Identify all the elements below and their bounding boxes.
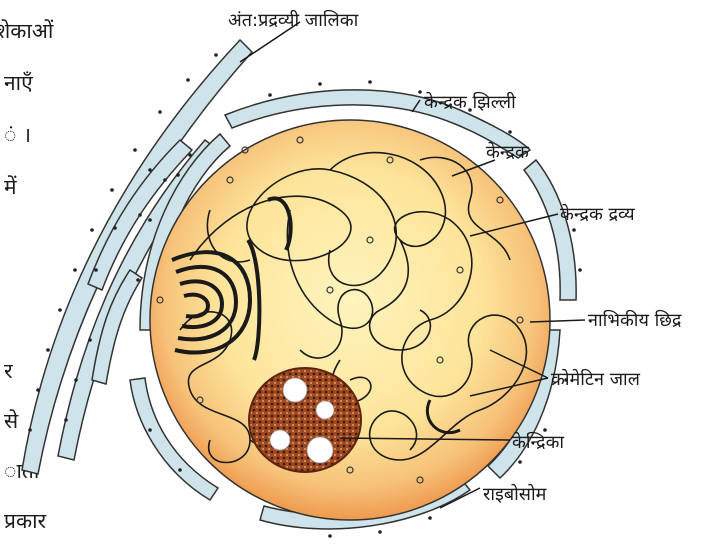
side-text-line: र bbox=[4, 359, 13, 383]
label-nucleus: केन्द्रक bbox=[486, 141, 530, 163]
label-ribosome: राइबोसोम bbox=[483, 483, 548, 505]
side-text-line: शेकाओं bbox=[0, 19, 54, 43]
label-nuclear-pore: नाभिकीय छिद्र bbox=[588, 309, 682, 331]
side-text-line: प्रकार bbox=[4, 509, 47, 533]
side-text-line: ं । bbox=[4, 123, 31, 147]
label-nuclear-membrane: केन्द्रक झिल्ली bbox=[424, 91, 516, 113]
label-nucleoplasm: केन्द्रक द्रव्य bbox=[560, 203, 635, 225]
label-endoplasmic-reticulum: अंत:प्रद्रव्यी जालिका bbox=[228, 9, 359, 31]
side-text-line: में bbox=[4, 175, 17, 199]
nucleolus bbox=[249, 368, 361, 472]
side-text-line: नाएँ bbox=[4, 71, 33, 95]
nucleus-body bbox=[150, 120, 550, 520]
label-chromatin: क्रोमेटिन जाल bbox=[551, 368, 641, 390]
label-nucleolus: केन्द्रिका bbox=[512, 431, 564, 453]
side-text-line: से bbox=[4, 409, 19, 433]
